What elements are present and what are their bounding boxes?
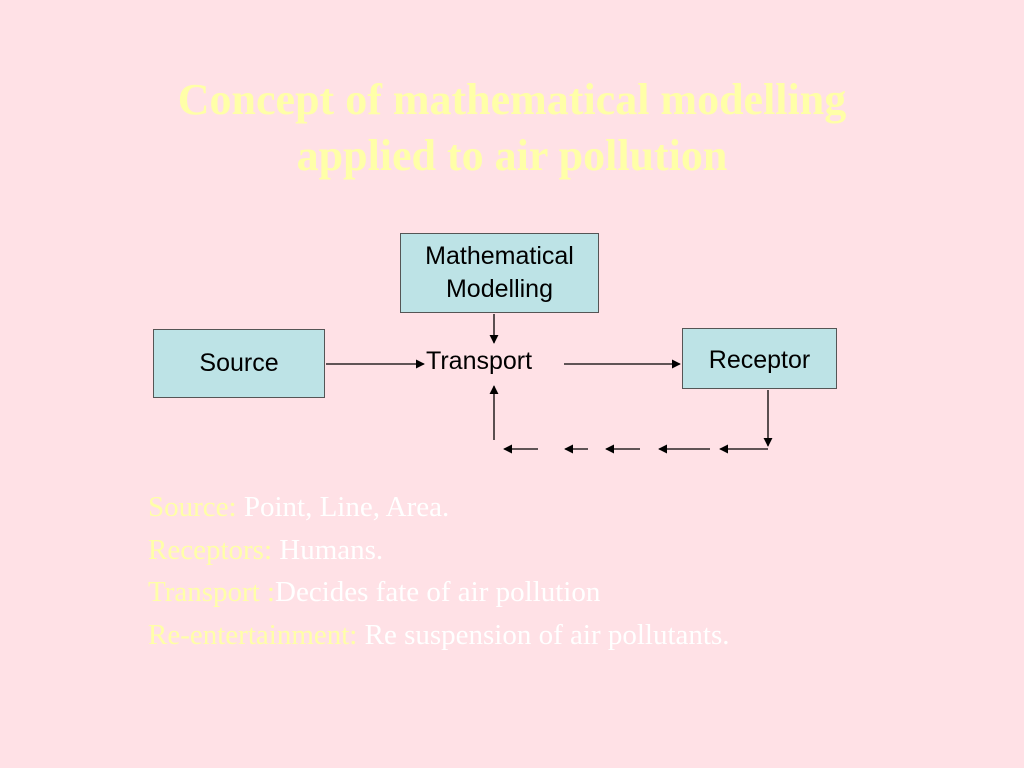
note-transport: Transport :Decides fate of air pollution (148, 571, 730, 614)
receptor-label: Receptor (708, 346, 811, 374)
note-key: Transport : (148, 576, 276, 608)
note-receptors: Receptors: Humans. (148, 529, 730, 572)
note-value: Point, Line, Area. (236, 491, 450, 523)
model-label-line-2: Modelling (445, 275, 553, 303)
title-line-2: applied to air pollution (296, 131, 728, 180)
note-value: Decides fate of air pollution (275, 576, 601, 608)
source-label: Source (199, 349, 279, 377)
model-label-line-1: Mathematical (425, 242, 574, 270)
note-key: Re-entertainment: (148, 618, 358, 651)
note-re-entertainment: Re-entertainment: Re suspension of air p… (148, 614, 730, 657)
note-source: Source: Point, Line, Area. (148, 486, 730, 529)
receptor-box: Receptor (682, 328, 837, 389)
source-box: Source (153, 329, 325, 398)
title-line-1: Concept of mathematical modelling (177, 75, 847, 124)
slide-title: Concept of mathematical modelling applie… (0, 72, 1024, 184)
transport-label: Transport (426, 347, 533, 375)
note-value: Humans. (272, 533, 384, 566)
note-value: Re suspension of air pollutants. (357, 618, 730, 651)
note-key: Source: (148, 491, 237, 523)
note-key: Receptors: (148, 533, 273, 566)
mathematical-modelling-box: Mathematical Modelling (400, 233, 599, 313)
notes-list: Source: Point, Line, Area. Receptors: Hu… (148, 486, 730, 656)
